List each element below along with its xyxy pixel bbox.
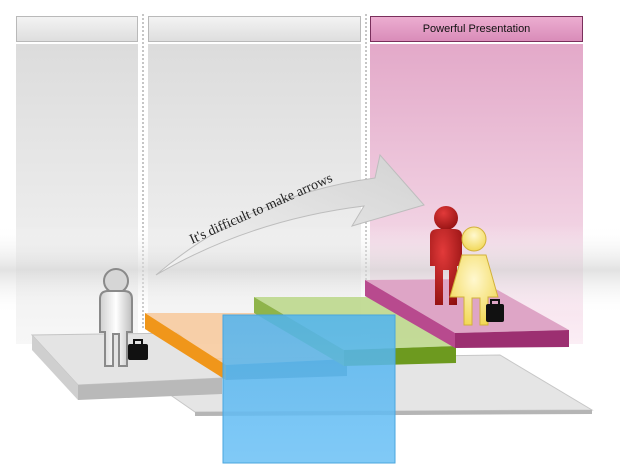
header-box-3: Powerful Presentation xyxy=(370,16,583,42)
step-orange-side xyxy=(145,313,226,380)
step-magenta-front xyxy=(455,330,569,348)
briefcase-icon xyxy=(128,339,148,360)
step-gray-side xyxy=(32,335,78,400)
arrow-icon xyxy=(155,153,425,276)
header-box-1 xyxy=(16,16,138,42)
blue-highlight-column xyxy=(223,315,395,463)
header-box-2 xyxy=(148,16,361,42)
step-gray-front xyxy=(78,378,222,400)
briefcase-icon xyxy=(486,299,504,322)
header-label-3: Powerful Presentation xyxy=(422,23,531,35)
blue-highlight-edge xyxy=(222,314,396,464)
man-figure-icon xyxy=(99,268,133,367)
step-magenta-side xyxy=(365,280,455,348)
